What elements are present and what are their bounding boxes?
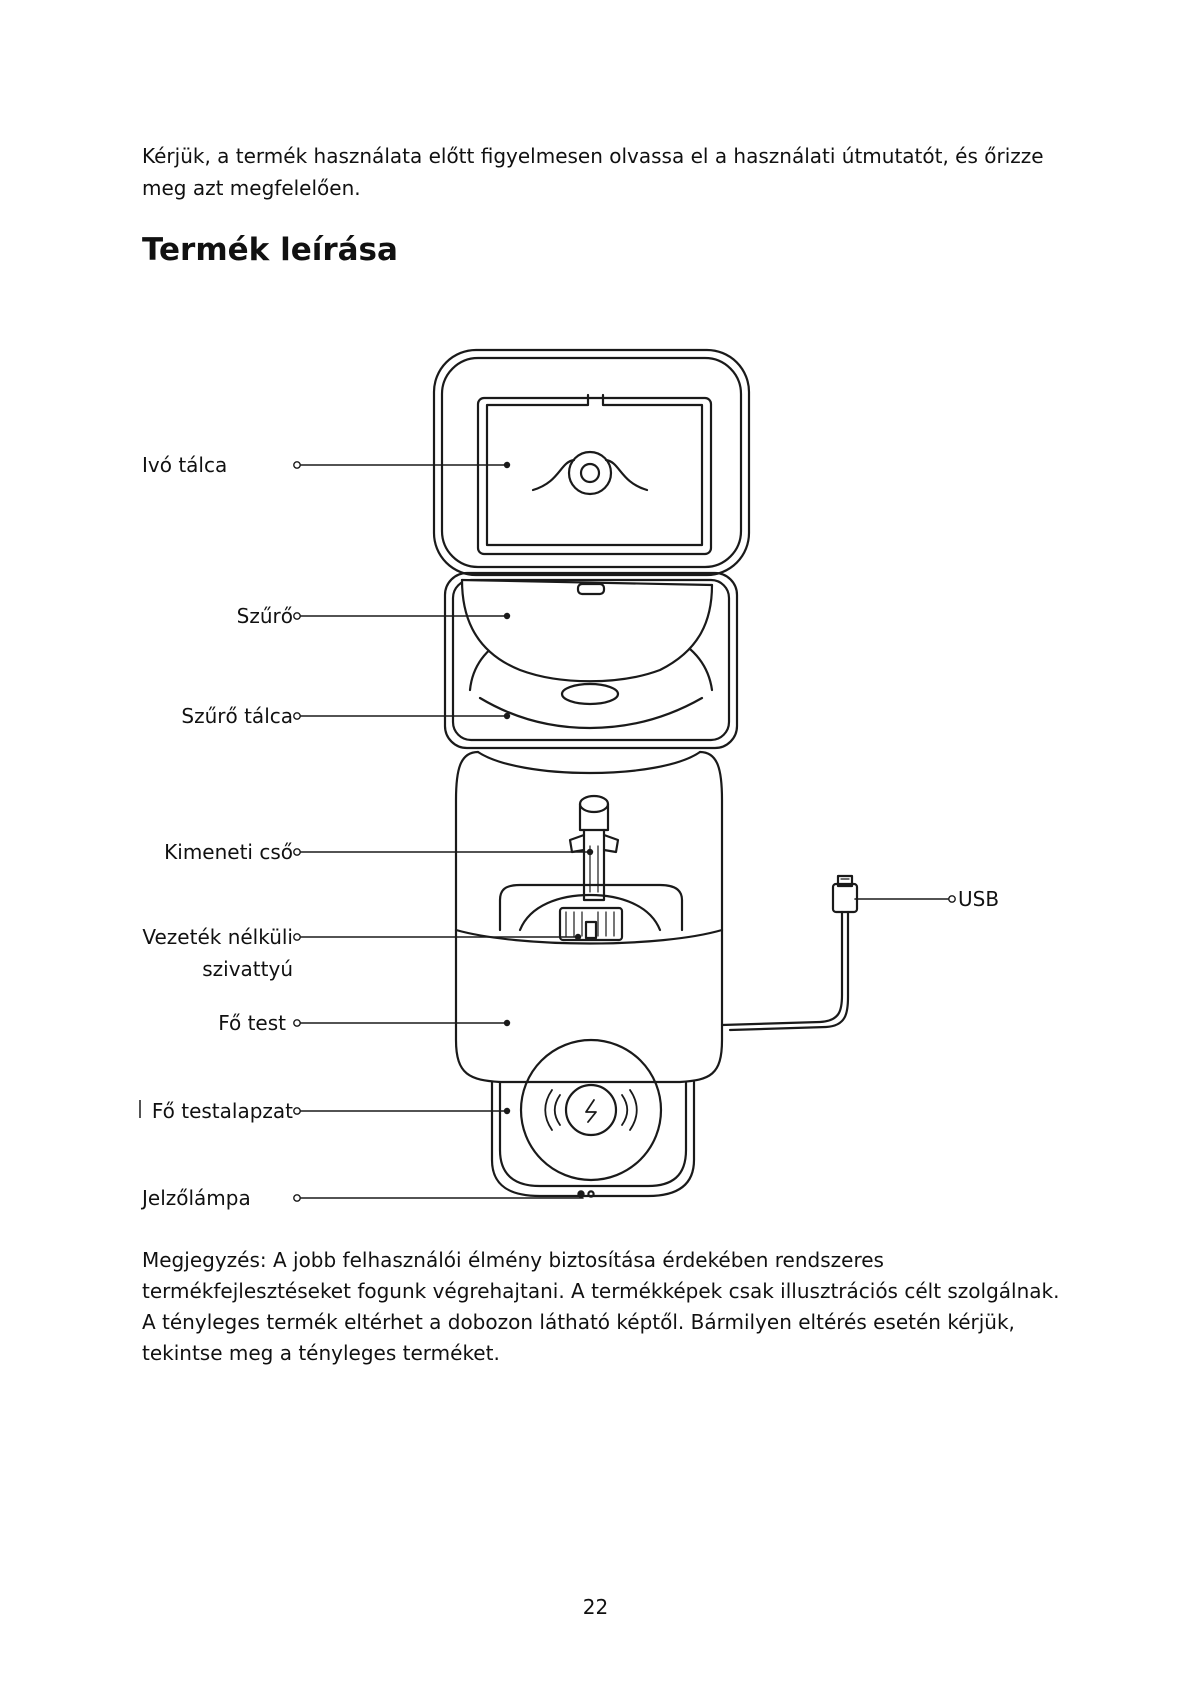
label-outlet-pipe: Kimeneti cső [164,837,293,867]
page-number: 22 [0,1595,1191,1619]
label-main-body: Fő test [218,1008,286,1038]
label-filter: Szűrő [237,601,293,631]
leader-targets [504,462,593,1114]
label-wireless-pump-line2: szivattyú [202,954,293,984]
main-base-illustration [492,1040,694,1197]
label-wireless-pump-line1: Vezeték nélküli [142,922,293,952]
filter-illustration [462,580,712,681]
margin-mark [139,1100,141,1118]
label-drinking-tray: Ivó tálca [142,450,227,480]
drinking-tray-illustration [434,350,749,575]
label-indicator-light: Jelzőlámpa [142,1183,251,1213]
main-body-illustration [456,752,722,1082]
label-filter-tray: Szűrő tálca [181,701,293,731]
label-usb: USB [958,884,999,914]
label-main-base: Fő testalapzat [152,1096,293,1126]
usb-cable-illustration [722,876,857,1030]
note-paragraph: Megjegyzés: A jobb felhasználói élmény b… [142,1245,1062,1369]
